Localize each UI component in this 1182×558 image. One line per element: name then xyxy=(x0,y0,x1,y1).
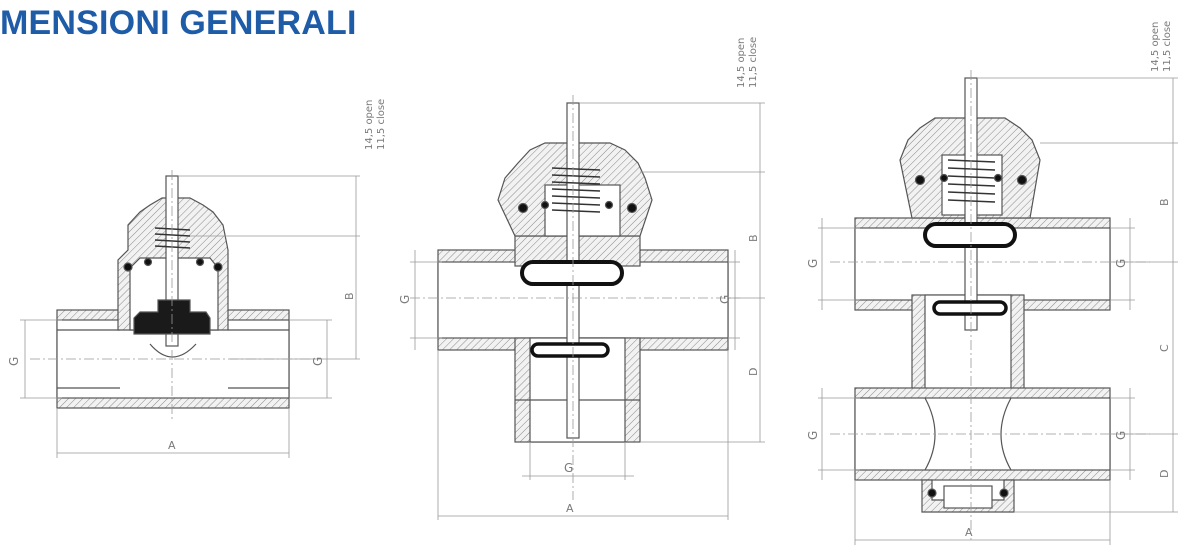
o-ring xyxy=(927,488,937,498)
dim-g-bottom-right-label: G xyxy=(1114,431,1128,440)
o-ring xyxy=(604,200,614,210)
o-ring xyxy=(914,174,926,186)
dim-b-label: B xyxy=(1158,198,1171,206)
dimension-lines xyxy=(410,102,765,520)
dim-g-right-label: G xyxy=(718,295,732,304)
spring xyxy=(947,159,996,203)
lower-disc xyxy=(932,300,1008,316)
dim-d-label: D xyxy=(747,368,760,376)
spring xyxy=(551,167,601,213)
dim-g-top-left-label: G xyxy=(806,259,820,268)
o-ring xyxy=(143,257,153,267)
dim-d-label: D xyxy=(1158,470,1171,478)
dim-g-left-label: G xyxy=(7,357,21,366)
o-ring xyxy=(993,173,1003,183)
o-ring xyxy=(626,202,638,214)
o-ring xyxy=(939,173,949,183)
valve-3-way xyxy=(410,95,765,520)
dim-g-right-label: G xyxy=(311,357,325,366)
dim-g-left-label: G xyxy=(398,295,412,304)
o-ring xyxy=(123,262,133,272)
dim-g-bottom-left-label: G xyxy=(806,431,820,440)
dim-b-label: B xyxy=(747,234,760,242)
stroke-open-label: 14,5 open xyxy=(1150,22,1161,72)
o-ring xyxy=(540,200,550,210)
stroke-open-label: 14,5 open xyxy=(736,38,747,88)
dim-a-label: A xyxy=(965,526,973,539)
valve-4-way xyxy=(818,70,1178,545)
stroke-close-label: 11,5 close xyxy=(1162,21,1173,72)
stroke-close-label: 11,5 close xyxy=(748,37,759,88)
dim-a-label: A xyxy=(168,439,176,452)
dim-g-bottom-label: G xyxy=(564,461,573,475)
o-ring xyxy=(999,488,1009,498)
stroke-open-label: 14,5 open xyxy=(364,100,375,150)
dimension-lines xyxy=(20,175,360,458)
dim-a-label: A xyxy=(566,502,574,515)
spring xyxy=(154,227,191,249)
page-title: MENSIONI GENERALI xyxy=(0,4,357,42)
valve-2-way xyxy=(20,170,360,458)
upper-disc xyxy=(923,222,1017,248)
o-ring xyxy=(1016,174,1028,186)
o-ring xyxy=(195,257,205,267)
dim-g-top-right-label: G xyxy=(1114,259,1128,268)
dim-b-label: B xyxy=(343,292,356,300)
lower-disc xyxy=(530,342,610,358)
o-ring xyxy=(213,262,223,272)
o-ring xyxy=(517,202,529,214)
stroke-close-label: 11,5 close xyxy=(376,99,387,150)
dim-c-label: C xyxy=(1158,344,1171,352)
dimension-lines xyxy=(818,77,1178,545)
upper-disc xyxy=(520,260,624,286)
